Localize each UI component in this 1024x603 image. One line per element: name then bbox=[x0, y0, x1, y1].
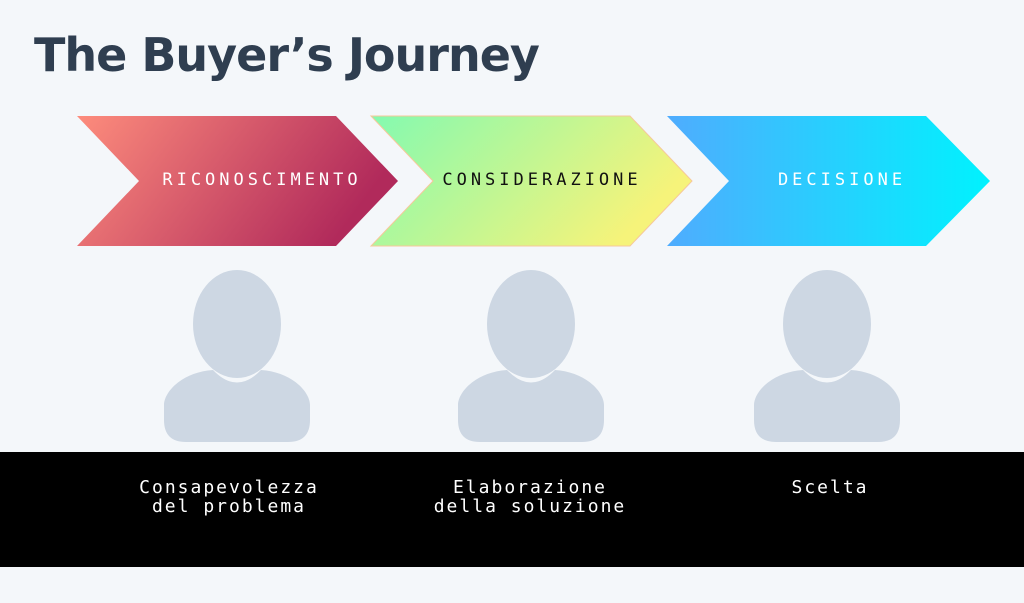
stage-riconoscimento: RICONOSCIMENTO bbox=[77, 116, 398, 246]
stage-label: CONSIDERAZIONE bbox=[442, 170, 641, 190]
chevron-shape bbox=[369, 115, 693, 247]
chevron-shape bbox=[667, 116, 990, 246]
chevron-shape bbox=[77, 116, 398, 246]
description-line: Scelta bbox=[791, 477, 869, 498]
person-icon bbox=[458, 270, 604, 442]
description-line: del problema bbox=[151, 496, 307, 517]
person-icon bbox=[754, 270, 900, 442]
stage-decisione: DECISIONE bbox=[667, 116, 990, 246]
stage-label: DECISIONE bbox=[778, 170, 906, 190]
description-band bbox=[0, 452, 1024, 567]
person-icon bbox=[164, 270, 310, 442]
stage-label: RICONOSCIMENTO bbox=[162, 170, 361, 190]
description-line: Consapevolezza bbox=[139, 477, 319, 498]
stage-considerazione: CONSIDERAZIONE bbox=[369, 115, 693, 247]
stage-description-decisione: Scelta bbox=[700, 478, 960, 497]
stage-description-riconoscimento: Consapevolezza del problema bbox=[99, 478, 359, 516]
description-line: Elaborazione bbox=[452, 477, 608, 498]
page-title: The Buyer’s Journey bbox=[34, 28, 540, 82]
stage-description-considerazione: Elaborazione della soluzione bbox=[400, 478, 660, 516]
description-line: della soluzione bbox=[433, 496, 627, 517]
